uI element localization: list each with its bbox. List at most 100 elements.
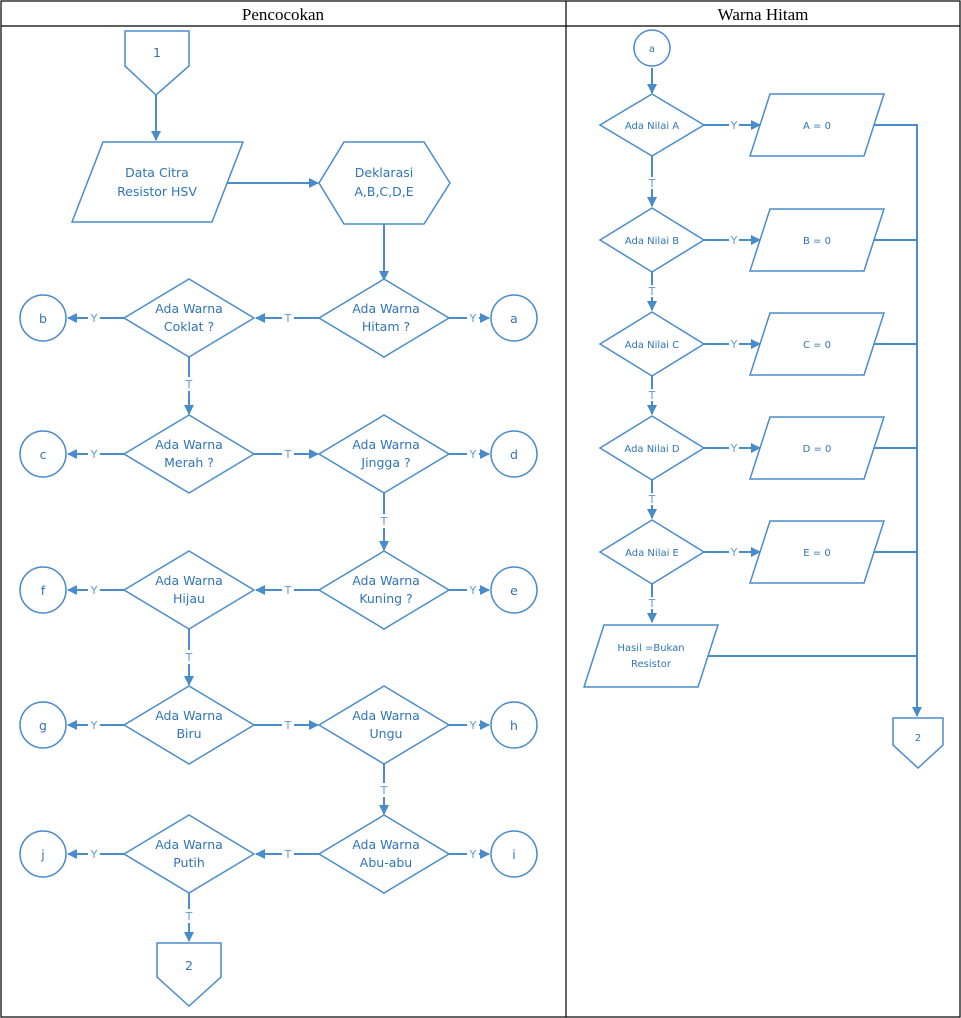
decision-hijau: Ada Warna Hijau xyxy=(122,550,256,630)
edge-label-y: Y xyxy=(90,848,98,861)
edge-label-t: T xyxy=(185,378,193,391)
node-text-line2: Resistor xyxy=(631,659,672,670)
connector-label: e xyxy=(510,583,518,598)
edge-label-y: Y xyxy=(469,719,477,732)
edge-label-y: Y xyxy=(469,848,477,861)
edge-label-t: T xyxy=(648,177,656,190)
connector-d: d xyxy=(490,430,538,478)
edge-label-y: Y xyxy=(730,234,738,247)
connector-label: a xyxy=(649,44,655,55)
node-text: Ada Nilai B xyxy=(625,236,679,247)
connector-label: a xyxy=(510,311,518,326)
node-text-line1: Ada Warna xyxy=(155,837,223,852)
edge-label-t: T xyxy=(185,651,193,664)
panel-title-pencocokan: Pencocokan xyxy=(242,5,325,24)
node-text-line2: Putih xyxy=(173,855,205,870)
node-text: E = 0 xyxy=(803,548,830,559)
edge-label-t: T xyxy=(185,910,193,923)
node-text: C = 0 xyxy=(803,340,831,351)
node-text: D = 0 xyxy=(803,444,832,455)
connector-g: g xyxy=(19,701,67,749)
decision-nilai-a: Ada Nilai A xyxy=(598,93,706,157)
edge-label-y: Y xyxy=(469,448,477,461)
connector-label: f xyxy=(41,583,46,598)
node-text-line2: Biru xyxy=(176,726,201,741)
edge-label-t: T xyxy=(648,597,656,610)
edge-label-t: T xyxy=(648,389,656,402)
node-text-line1: Ada Warna xyxy=(155,573,223,588)
preparation-deklarasi: Deklarasi A,B,C,D,E xyxy=(318,141,451,225)
input-data-citra: Data Citra Resistor HSV xyxy=(70,141,245,223)
node-text-line1: Ada Warna xyxy=(155,301,223,316)
edge-label-y: Y xyxy=(730,442,738,455)
connector-label: j xyxy=(40,847,44,862)
edge-label-y: Y xyxy=(90,448,98,461)
decision-kuning: Ada Warna Kuning ? xyxy=(317,550,451,630)
decision-abu-abu: Ada Warna Abu-abu xyxy=(317,814,451,894)
left-edge-labels: Y T Y T Y T Y T Y T Y T Y T Y T Y T Y T xyxy=(88,311,479,923)
connector-a-entry: a xyxy=(633,29,671,67)
node-text-line1: Data Citra xyxy=(125,165,189,180)
connector-f: f xyxy=(19,566,67,614)
edge-label-y: Y xyxy=(730,546,738,559)
assign-b: B = 0 xyxy=(748,208,886,272)
output-bukan-resistor: Hasil =Bukan Resistor xyxy=(582,624,720,688)
edge-label-t: T xyxy=(284,312,292,325)
edge-label-y: Y xyxy=(90,584,98,597)
node-text-line2: Abu-abu xyxy=(360,855,412,870)
connector-label: 1 xyxy=(153,45,161,60)
node-text-line1: Ada Warna xyxy=(155,708,223,723)
edge-label-t: T xyxy=(380,515,388,528)
assign-a: A = 0 xyxy=(748,93,886,157)
node-text: Ada Nilai A xyxy=(625,121,679,132)
node-text-line2: Coklat ? xyxy=(164,319,214,334)
decision-jingga: Ada Warna Jingga ? xyxy=(317,414,451,494)
decision-nilai-c: Ada Nilai C xyxy=(598,311,706,377)
connector-i: i xyxy=(490,830,538,878)
edge-label-y: Y xyxy=(730,338,738,351)
node-text-line1: Ada Warna xyxy=(352,437,420,452)
connector-label: h xyxy=(510,718,518,733)
edge-label-y: Y xyxy=(469,312,477,325)
right-edge-labels: Y Y Y Y Y T T T T T xyxy=(647,119,739,610)
offpage-connector-end-right: 2 xyxy=(892,717,944,770)
edge-label-y: Y xyxy=(90,312,98,325)
edge-label-t: T xyxy=(284,719,292,732)
node-text: B = 0 xyxy=(803,236,831,247)
connector-b: b xyxy=(19,294,67,342)
connector-label: g xyxy=(39,718,47,733)
node-text-line1: Hasil =Bukan xyxy=(617,643,684,654)
node-text-line1: Ada Warna xyxy=(352,301,420,316)
connector-h: h xyxy=(490,701,538,749)
panel-title-warna-hitam: Warna Hitam xyxy=(718,5,809,24)
node-text-line1: Ada Warna xyxy=(352,573,420,588)
decision-putih: Ada Warna Putih xyxy=(122,814,256,894)
offpage-connector-start: 1 xyxy=(124,30,190,97)
edge-label-y: Y xyxy=(469,584,477,597)
node-text-line1: Ada Warna xyxy=(352,708,420,723)
node-text-line2: Merah ? xyxy=(164,455,214,470)
connector-label: c xyxy=(40,447,47,462)
edge-label-y: Y xyxy=(730,119,738,132)
decision-merah: Ada Warna Merah ? xyxy=(122,414,256,494)
connector-label: i xyxy=(512,847,515,862)
node-text: Ada Nilai C xyxy=(625,340,679,351)
node-text-line2: Jingga ? xyxy=(360,455,410,470)
assign-c: C = 0 xyxy=(748,312,886,376)
offpage-connector-end: 2 xyxy=(156,942,222,1008)
decision-biru: Ada Warna Biru xyxy=(122,685,256,765)
node-text-line2: Hijau xyxy=(173,591,205,606)
connector-e: e xyxy=(490,566,538,614)
edge-label-t: T xyxy=(284,848,292,861)
decision-hitam: Ada Warna Hitam ? xyxy=(317,278,451,358)
node-text-line2: Ungu xyxy=(370,726,403,741)
node-text-line1: Ada Warna xyxy=(155,437,223,452)
edge-label-t: T xyxy=(648,493,656,506)
connector-j: j xyxy=(19,830,67,878)
node-text: Ada Nilai D xyxy=(624,444,679,455)
edge-label-t: T xyxy=(380,784,388,797)
decision-ungu: Ada Warna Ungu xyxy=(317,685,451,765)
connector-label: d xyxy=(510,447,518,462)
connector-c: c xyxy=(19,430,67,478)
